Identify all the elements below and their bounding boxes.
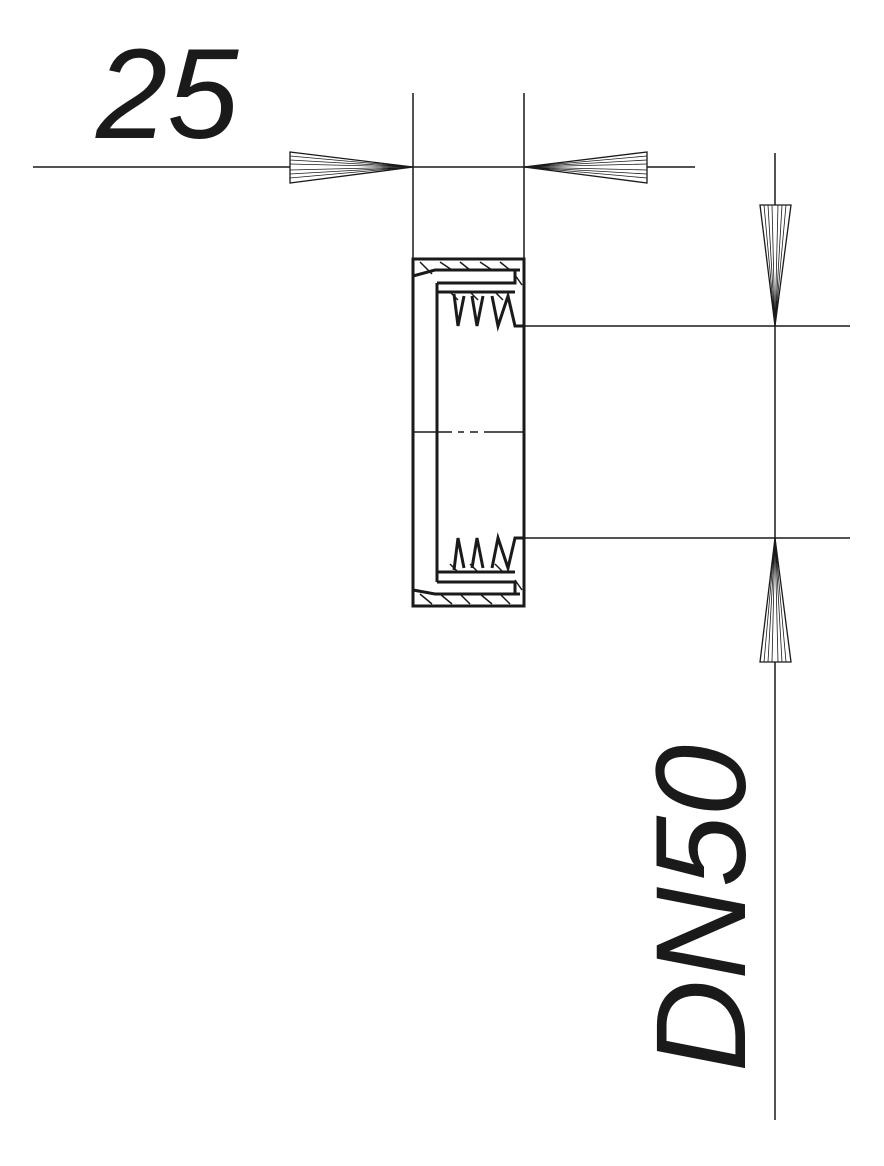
width-dimension-label: 25 <box>95 23 239 166</box>
arrow-hatch <box>523 155 648 179</box>
width-dimension <box>33 93 695 259</box>
nut-section <box>411 257 526 608</box>
top-wall <box>412 268 520 582</box>
top-thread <box>452 290 524 332</box>
arrow-hatch <box>763 204 787 327</box>
arrow-hatch <box>289 155 414 179</box>
bottom-thread <box>452 532 524 574</box>
bottom-wall <box>412 570 520 596</box>
top-hatch <box>419 261 523 301</box>
arrow-hatch <box>763 537 787 663</box>
diameter-dimension <box>524 153 850 1120</box>
diameter-dimension-label: DN50 <box>630 745 773 1072</box>
bottom-hatch <box>419 563 523 605</box>
